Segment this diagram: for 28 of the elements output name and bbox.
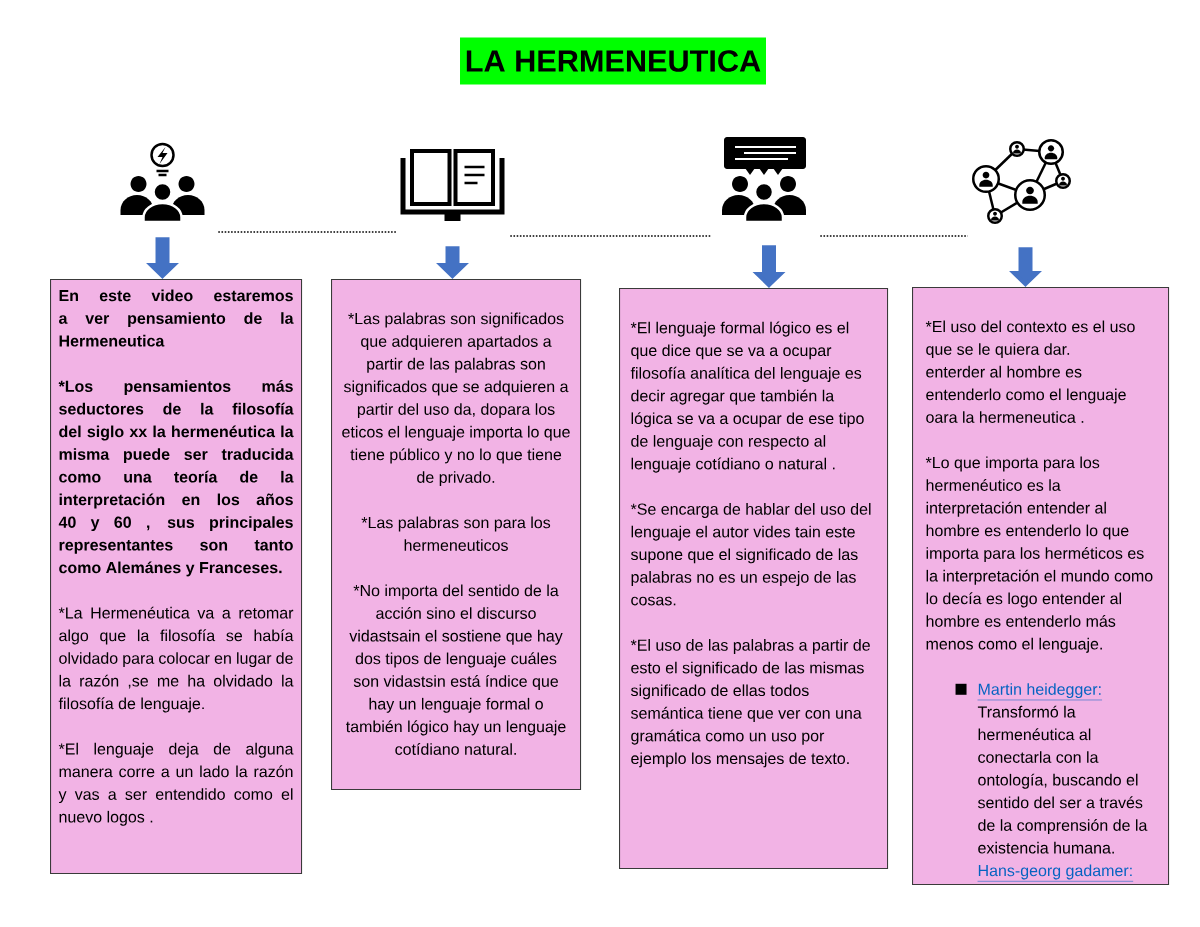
paragraph: Transformó la hermenéutica al conectarla con la ontología, buscando el sentido del ser a través de la comprensión de la existencia humana. — [977, 705, 1148, 854]
paragraph: *Lo que importa para los hermenéutico es la interpretación entender al hombre es entenderlo lo que importa para los herméticos es la interpretación el mundo como lo decía es logo entender al hombre es entenderlo más menos como el lenguaje. — [925, 456, 1153, 653]
title: LA HERMENEUTICA — [460, 37, 766, 85]
paragraph: *El uso del contexto es el uso que se le quiera dar. — [925, 320, 1135, 359]
paragraph: *No importa del sentido de la acción sino el discurso vidastsain el sostiene que hay dos tipos de lenguaje cuáles son vidastsin está índice que hay un lenguaje formal o también lógico hay un lenguaje cotídiano natural. — [346, 584, 566, 755]
paragraph: En este video estaremos a ver pensamiento de la Hermeneutica — [59, 289, 294, 347]
network-icon — [972, 139, 1071, 224]
paragraph: *Los pensamientos más seductores de la filosofía del siglo xx la hermenéutica la misma puede ser traducida como una teoría de la interpretación en los años 40 y 60 , sus principales representantes son tanto como Alemánes y Franceses. — [58, 380, 294, 577]
people-idea-icon — [120, 142, 205, 224]
paragraph: *El uso de las palabras a partir de esto el significado de las mismas significado de ellas todos semántica tiene que ver con una gramática como un uso por ejemplo los mensajes de texto. — [630, 639, 870, 768]
dotted-line — [819, 235, 969, 237]
open-book-icon — [400, 149, 505, 221]
dotted-line — [217, 231, 398, 233]
group-speech-icon — [722, 137, 806, 224]
paragraph: *Las palabras son significados que adquieren apartados a partir de las palabras son significados que se adquieren a partir del uso da, dopara los eticos el lenguaje importa lo que tiene público y no lo que tiene de privado. — [342, 312, 570, 487]
text-box — [619, 288, 889, 870]
text-box — [50, 279, 303, 875]
link: Hans-georg gadamer: — [977, 864, 1134, 882]
paragraph: *El lenguaje deja de alguna manera corre a un lado la razón y vas a ser entendido como el nuevo logos . — [58, 742, 294, 826]
paragraph: *La Hermenéutica va a retomar algo que la filosofía se había olvidado para colocar en lugar de la razón ,se me ha olvidado la filosofía de lenguaje. — [58, 606, 294, 713]
text-box — [331, 279, 582, 791]
paragraph: *Las palabras son para los hermeneuticos — [361, 516, 551, 551]
dotted-line — [509, 235, 713, 237]
text-box — [912, 287, 1170, 886]
link: Martin heidegger: — [977, 683, 1103, 701]
paragraph: enterder al hombre es entenderlo como el lenguaje oara la hermeneutica . — [926, 365, 1126, 423]
paragraph: *Se encarga de hablar del uso del lenguaje el autor vides tain este supone que el significado de las palabras no es un espejo de las cosas. — [630, 503, 871, 606]
paragraph: *El lenguaje formal lógico es el que dice que se va a ocupar filosofía analítica del lenguaje es decir agregar que también la lógica se va a ocupar de ese tipo de lenguaje con respecto al lenguaje cotídiano o natural . — [630, 321, 864, 473]
